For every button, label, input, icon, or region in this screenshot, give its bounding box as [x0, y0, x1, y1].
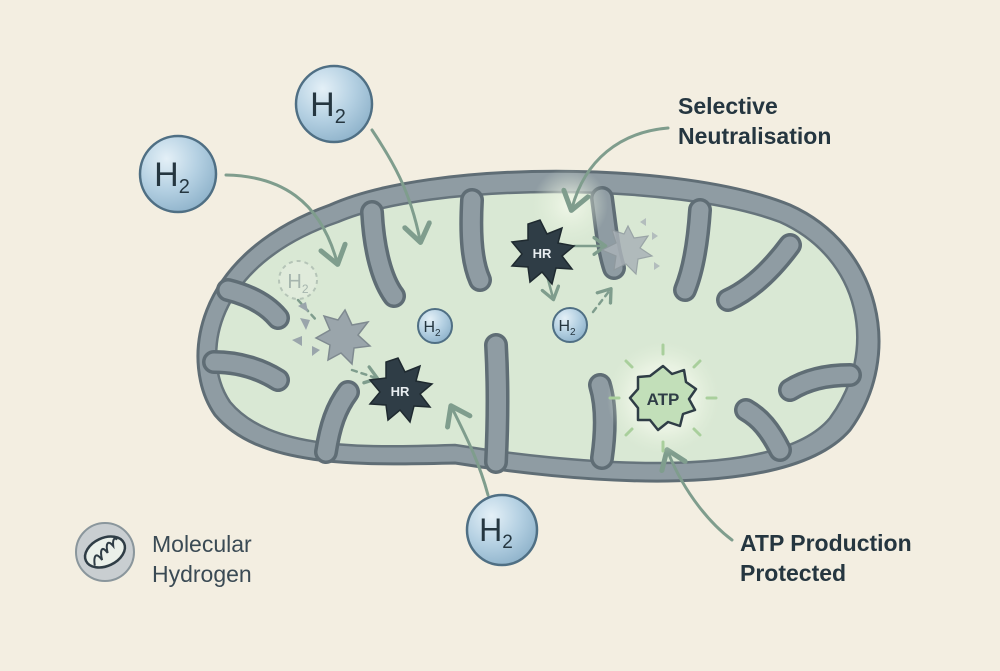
radical-right: HR [510, 219, 576, 286]
atp-badge: ATP [607, 342, 719, 454]
selective-line1: Selective [678, 93, 778, 119]
svg-text:H2: H2 [287, 271, 308, 296]
svg-text:H2: H2 [310, 86, 346, 128]
selective-neutralisation-label: Selective Neutralisation [678, 91, 831, 151]
svg-text:HR: HR [533, 246, 552, 261]
dissolving-radical-left [292, 302, 372, 366]
legend-label: Molecular Hydrogen [152, 529, 252, 589]
fading-h2: H2 [278, 260, 318, 300]
legend-line2: Hydrogen [152, 561, 252, 587]
svg-text:H2: H2 [558, 318, 576, 338]
svg-text:H2: H2 [423, 319, 441, 339]
arrow-bottom-h2 [445, 403, 490, 497]
arrow-left-h2 [224, 173, 348, 267]
h2-top: H2 [294, 64, 374, 144]
svg-text:H2: H2 [479, 512, 513, 553]
atp-line2: Protected [740, 560, 847, 586]
h2-inner-right: H2 [552, 307, 588, 343]
arrow-atp [659, 447, 734, 542]
arrows [224, 126, 734, 542]
h2-left: H2 [138, 134, 218, 214]
cristae [202, 186, 862, 474]
arrow-selective [561, 126, 670, 213]
h2-inner-left: H2 [417, 308, 453, 344]
dissolving-radical-right [600, 218, 660, 276]
atp-line1: ATP Production [740, 530, 912, 556]
legend-line1: Molecular [152, 531, 252, 557]
selective-line2: Neutralisation [678, 123, 832, 149]
svg-text:H2: H2 [154, 156, 190, 198]
atp-protected-label: ATP Production Protected [740, 528, 912, 588]
svg-text:ATP: ATP [647, 390, 680, 409]
svg-text:HR: HR [391, 384, 410, 399]
legend-icon [75, 522, 135, 582]
radical-left: HR [368, 357, 434, 424]
h2-bottom: H2 [465, 493, 539, 567]
arrow-top-h2 [370, 128, 432, 245]
